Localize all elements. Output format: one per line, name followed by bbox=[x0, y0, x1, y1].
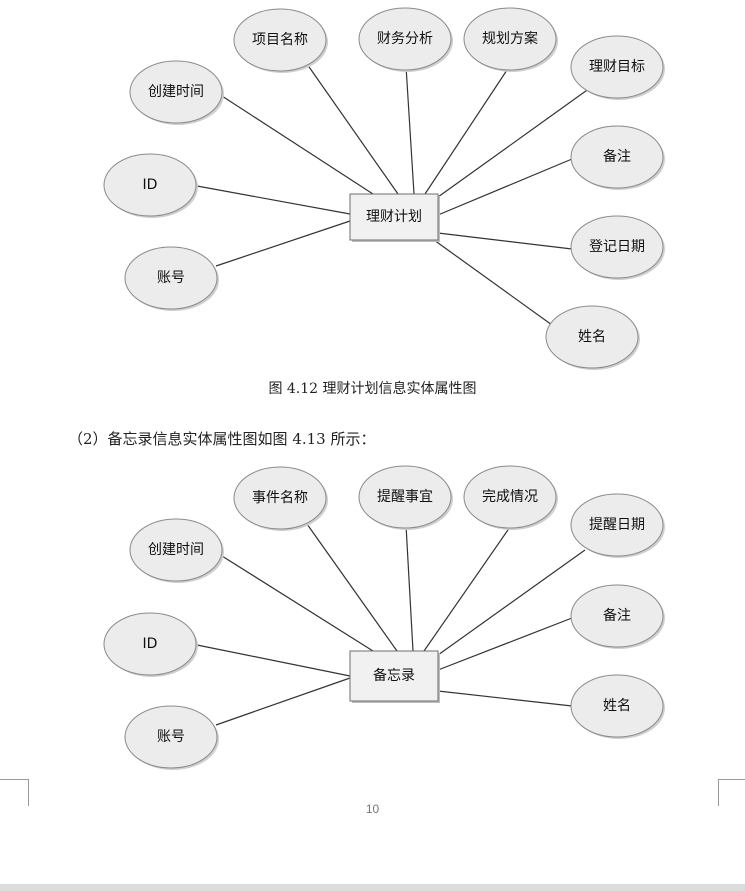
connector-line bbox=[437, 690, 573, 707]
attribute-ellipse bbox=[124, 705, 218, 769]
attribute-ellipse bbox=[129, 60, 223, 124]
attribute-node: 规划方案 bbox=[463, 7, 558, 72]
attribute-node: 理财目标 bbox=[570, 35, 665, 100]
attribute-ellipse bbox=[358, 7, 452, 71]
attribute-node: 创建时间 bbox=[129, 60, 224, 125]
attribute-ellipse bbox=[463, 7, 557, 71]
attribute-ellipse bbox=[233, 8, 327, 72]
page-number: 10 bbox=[365, 802, 380, 816]
attribute-ellipse bbox=[103, 153, 197, 217]
attribute-node: 备注 bbox=[570, 584, 665, 649]
connector-line bbox=[437, 158, 573, 216]
attribute-node: 账号 bbox=[124, 705, 219, 770]
attribute-label: 创建时间 bbox=[148, 542, 204, 558]
connector-line bbox=[423, 526, 511, 652]
entity-box bbox=[349, 193, 439, 241]
entity-node: 备忘录 bbox=[349, 650, 440, 703]
attribute-ellipse bbox=[570, 35, 664, 99]
attribute-label: 创建时间 bbox=[148, 84, 204, 100]
attribute-node: 提醒事宜 bbox=[358, 465, 453, 530]
attribute-node: 姓名 bbox=[545, 305, 640, 370]
connector-line bbox=[437, 87, 591, 198]
attribute-label: 账号 bbox=[157, 729, 185, 745]
attribute-ellipse bbox=[129, 518, 223, 582]
attribute-label: 规划方案 bbox=[482, 30, 538, 47]
connector-line bbox=[221, 555, 374, 652]
attribute-label: ID bbox=[143, 177, 158, 193]
connector-line bbox=[306, 523, 398, 652]
attribute-label: 登记日期 bbox=[589, 239, 645, 255]
page-corner-mark-left bbox=[0, 779, 29, 806]
connector-line bbox=[437, 617, 573, 671]
attribute-label: 事件名称 bbox=[252, 490, 308, 506]
connector-line bbox=[433, 239, 553, 326]
attribute-node: 项目名称 bbox=[233, 8, 328, 73]
attribute-ellipse bbox=[463, 465, 557, 529]
body-paragraph: （2）备忘录信息实体属性图如图 4.13 所示： bbox=[68, 430, 376, 448]
attribute-node: 事件名称 bbox=[233, 466, 328, 531]
connector-line bbox=[221, 95, 374, 195]
attribute-label: 财务分析 bbox=[377, 31, 433, 47]
attribute-ellipse bbox=[545, 305, 639, 369]
attribute-ellipse bbox=[570, 493, 664, 557]
connector-line bbox=[437, 232, 573, 250]
connector-line bbox=[405, 524, 414, 652]
attribute-label: 账号 bbox=[157, 270, 185, 286]
attribute-label: 项目名称 bbox=[252, 32, 308, 48]
attribute-label: 备注 bbox=[603, 148, 631, 165]
connector-line bbox=[196, 185, 351, 215]
attribute-ellipse bbox=[233, 466, 327, 530]
attribute-node: ID bbox=[103, 612, 198, 677]
connector-line bbox=[215, 677, 351, 726]
connector-line bbox=[196, 644, 351, 677]
attribute-ellipse bbox=[570, 125, 664, 189]
attribute-label: 备注 bbox=[603, 607, 631, 624]
connector-line bbox=[437, 549, 586, 656]
connector-line bbox=[405, 65, 415, 195]
entity-label: 理财计划 bbox=[366, 209, 422, 225]
attribute-ellipse bbox=[103, 612, 197, 676]
figure-caption: 图 4.12 理财计划信息实体属性图 bbox=[268, 381, 477, 397]
attribute-ellipse bbox=[570, 674, 664, 738]
connector-line bbox=[306, 63, 399, 195]
attribute-node: ID bbox=[103, 153, 198, 218]
attribute-node: 登记日期 bbox=[570, 215, 665, 280]
attribute-node: 账号 bbox=[124, 246, 219, 311]
connector-line bbox=[424, 66, 510, 195]
attribute-label: ID bbox=[143, 636, 158, 652]
attribute-label: 完成情况 bbox=[482, 489, 538, 505]
page-bottom-bar bbox=[0, 884, 745, 891]
attribute-node: 姓名 bbox=[570, 674, 665, 739]
attribute-label: 姓名 bbox=[603, 698, 631, 714]
attribute-node: 创建时间 bbox=[129, 518, 224, 583]
entity-node: 理财计划 bbox=[349, 193, 440, 242]
attribute-label: 姓名 bbox=[578, 329, 606, 345]
attribute-node: 提醒日期 bbox=[570, 493, 665, 558]
attribute-ellipse bbox=[570, 584, 664, 648]
attribute-ellipse bbox=[570, 215, 664, 279]
attribute-node: 完成情况 bbox=[463, 465, 558, 530]
attribute-ellipse bbox=[358, 465, 452, 529]
entity-box bbox=[349, 650, 439, 702]
attribute-ellipse bbox=[124, 246, 218, 310]
attribute-node: 财务分析 bbox=[358, 7, 453, 72]
attribute-node: 备注 bbox=[570, 125, 665, 190]
page-corner-mark-right bbox=[718, 779, 745, 806]
attribute-label: 理财目标 bbox=[589, 59, 645, 75]
attribute-label: 提醒事宜 bbox=[377, 489, 433, 505]
connector-line bbox=[215, 220, 351, 267]
attribute-label: 提醒日期 bbox=[589, 517, 645, 533]
entity-label: 备忘录 bbox=[373, 667, 415, 684]
